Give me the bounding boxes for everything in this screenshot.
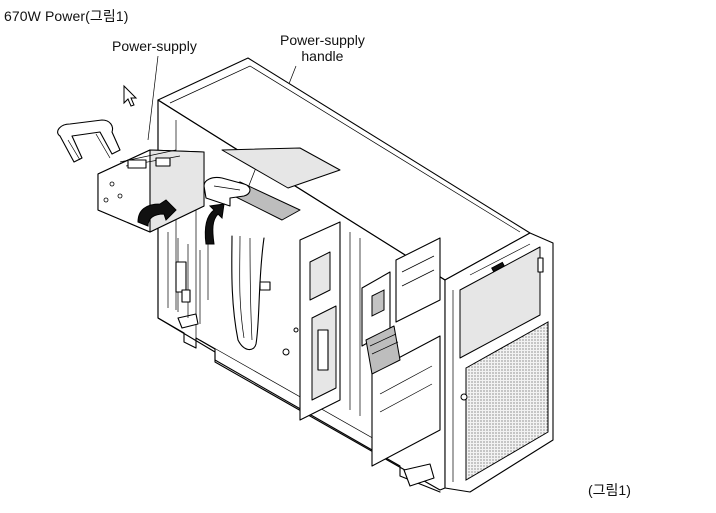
drive-cage <box>299 221 441 467</box>
mouse-cursor-icon <box>123 84 138 107</box>
expansion-slots <box>167 226 209 324</box>
power-supply-unit <box>57 119 251 233</box>
insert-arrow-icon <box>137 199 225 245</box>
chassis-power-supply-handle <box>203 176 251 207</box>
server-chassis <box>157 57 554 493</box>
chassis-interior <box>167 147 441 467</box>
handle-callout-line1: Power-supply <box>280 32 365 48</box>
power-supply-handle <box>57 119 121 163</box>
power-supply-vents <box>103 181 123 203</box>
power-supply-handle-callout: Power-supply handle <box>280 32 365 64</box>
figure-caption: (그림1) <box>588 482 631 498</box>
page-title: 670W Power(그림1) <box>4 8 129 24</box>
power-supply-callout: Power-supply <box>112 38 197 54</box>
handle-callout-line2: handle <box>301 48 344 64</box>
